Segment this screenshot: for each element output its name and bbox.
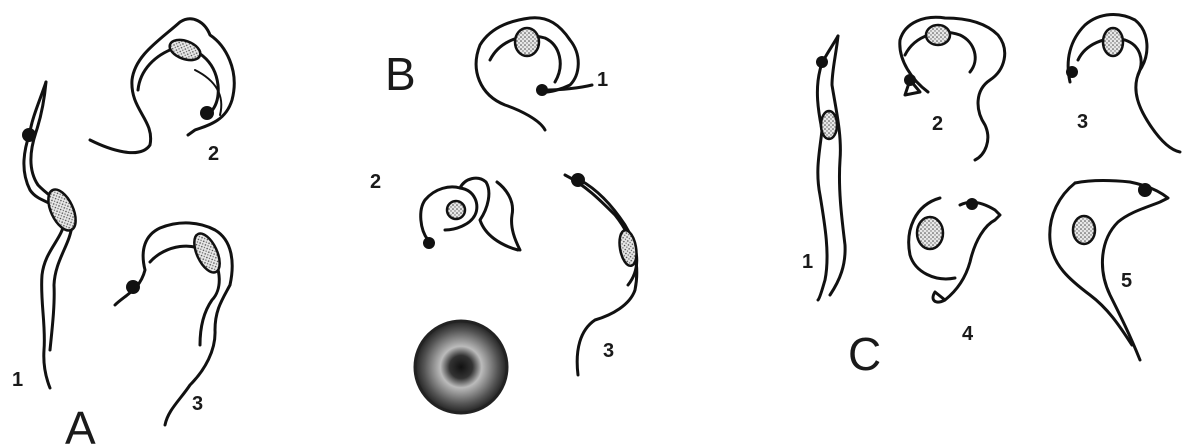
cell-b-round — [415, 321, 507, 413]
cell-c2 — [900, 17, 1005, 160]
panel-c: 1 2 3 4 — [802, 15, 1180, 380]
cell-a2 — [90, 19, 234, 153]
cell-b1 — [476, 18, 592, 130]
label-c4: 4 — [962, 323, 974, 345]
label-c1: 1 — [802, 251, 813, 273]
label-a1: 1 — [12, 369, 23, 391]
cell-b3 — [565, 173, 639, 375]
panel-a: 1 2 3 A — [12, 19, 234, 447]
panel-letter-a: A — [65, 402, 96, 447]
cell-c1 — [816, 36, 845, 300]
cell-b2 — [421, 178, 520, 250]
label-b1: 1 — [597, 69, 608, 91]
label-c2: 2 — [932, 113, 943, 135]
cell-c4 — [909, 198, 1000, 302]
cell-a1 — [22, 82, 81, 388]
cell-a3 — [115, 223, 232, 425]
panel-b: B 1 2 3 — [370, 18, 639, 413]
panel-letter-b: B — [385, 48, 416, 100]
label-a2: 2 — [208, 143, 219, 165]
panel-letter-c: C — [848, 328, 881, 380]
label-c5: 5 — [1121, 270, 1132, 292]
label-a3: 3 — [192, 393, 203, 415]
label-c3: 3 — [1077, 111, 1088, 133]
cell-c5 — [1050, 181, 1168, 360]
label-b3: 3 — [603, 340, 614, 362]
label-b2: 2 — [370, 171, 381, 193]
